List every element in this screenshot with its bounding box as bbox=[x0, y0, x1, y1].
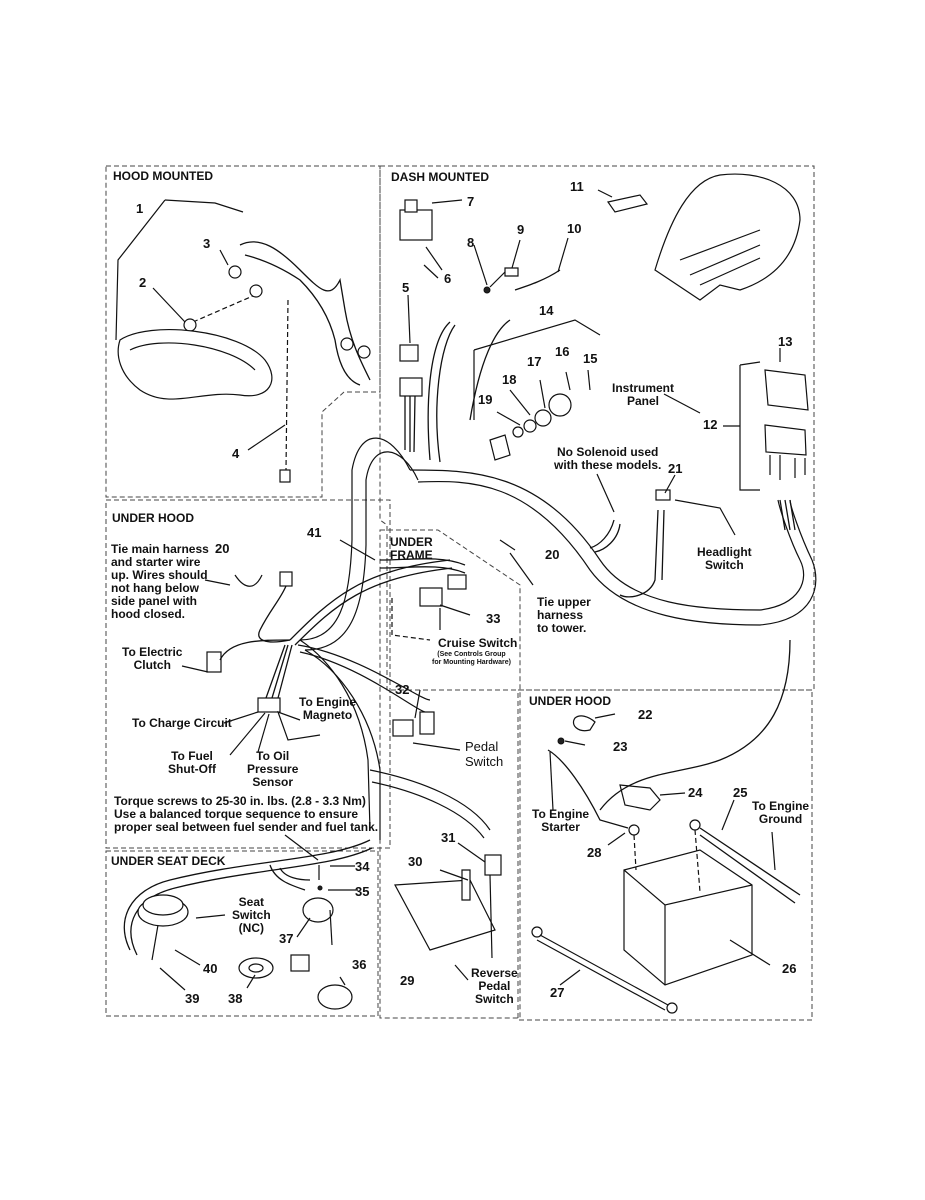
callout-tie-upper-harness: Tie upper harness to tower. bbox=[537, 595, 591, 635]
callout-tie-main-harness: Tie main harness and starter wire up. Wi… bbox=[111, 542, 209, 621]
part-number-29: 29 bbox=[400, 973, 415, 988]
part-number-16: 16 bbox=[555, 344, 570, 359]
part-number-2: 2 bbox=[139, 275, 147, 290]
part-number-24: 24 bbox=[688, 785, 703, 800]
dash-parts bbox=[399, 173, 809, 598]
part-number-34: 34 bbox=[355, 859, 370, 874]
part-number-35: 35 bbox=[355, 884, 370, 899]
part-number-6: 6 bbox=[444, 271, 452, 286]
section-title-under-hood-right: UNDER HOOD bbox=[529, 694, 612, 708]
under-frame-box bbox=[379, 529, 521, 1019]
part-number-5: 5 bbox=[402, 280, 410, 295]
part-number-23: 23 bbox=[613, 739, 628, 754]
callout-to-engine-starter: To Engine Starter bbox=[532, 807, 590, 834]
callout-to-electric-clutch: To Electric Clutch bbox=[122, 645, 183, 672]
part-number-14: 14 bbox=[539, 303, 554, 318]
under-seat-deck-parts bbox=[137, 864, 353, 1010]
callout-to-engine-ground: To Engine Ground bbox=[752, 799, 810, 826]
callout-instrument-panel: Instrument Panel bbox=[612, 381, 675, 408]
part-number-40: 40 bbox=[203, 961, 218, 976]
under-hood-left-box bbox=[105, 499, 391, 849]
part-number-22: 22 bbox=[638, 707, 653, 722]
under-hood-right-parts bbox=[531, 639, 801, 1014]
callout-cruise-switch: Cruise Switch bbox=[438, 636, 518, 650]
part-number-3: 3 bbox=[203, 236, 211, 251]
part-number-1: 1 bbox=[136, 201, 144, 216]
under-hood-right-box bbox=[517, 689, 813, 1021]
part-number-4: 4 bbox=[232, 446, 240, 461]
under-frame-parts bbox=[379, 558, 502, 951]
part-number-20-right: 20 bbox=[545, 547, 560, 562]
leader-lines bbox=[152, 189, 781, 991]
part-number-9: 9 bbox=[517, 222, 525, 237]
part-number-39: 39 bbox=[185, 991, 200, 1006]
callout-to-fuel-shutoff: To Fuel Shut-Off bbox=[168, 749, 216, 776]
part-number-27: 27 bbox=[550, 985, 565, 1000]
part-number-19: 19 bbox=[478, 392, 493, 407]
part-number-38: 38 bbox=[228, 991, 243, 1006]
section-title-under-hood-left: UNDER HOOD bbox=[112, 511, 195, 525]
part-number-21: 21 bbox=[668, 461, 683, 476]
callout-headlight-switch: Headlight Switch bbox=[697, 545, 752, 572]
part-number-30: 30 bbox=[408, 854, 423, 869]
part-number-28: 28 bbox=[587, 845, 602, 860]
part-number-12: 12 bbox=[703, 417, 718, 432]
part-number-20-left: 20 bbox=[215, 541, 230, 556]
part-number-32: 32 bbox=[395, 682, 410, 697]
part-number-33: 33 bbox=[486, 611, 501, 626]
section-title-hood-mounted: HOOD MOUNTED bbox=[113, 169, 213, 183]
callout-reverse-pedal-switch: Reverse Pedal Switch bbox=[471, 966, 518, 1006]
part-number-18: 18 bbox=[502, 372, 517, 387]
part-number-15: 15 bbox=[583, 351, 598, 366]
section-title-under-frame: UNDER FRAME bbox=[390, 535, 433, 562]
part-number-13: 13 bbox=[778, 334, 793, 349]
under-seat-deck-box bbox=[105, 850, 379, 1017]
part-number-10: 10 bbox=[567, 221, 582, 236]
main-harness bbox=[123, 437, 817, 956]
hood-wiring bbox=[115, 199, 371, 483]
section-title-dash-mounted: DASH MOUNTED bbox=[391, 170, 489, 184]
callout-seat-switch: Seat Switch (NC) bbox=[232, 895, 271, 935]
section-title-under-seat-deck: UNDER SEAT DECK bbox=[111, 854, 226, 868]
part-number-36: 36 bbox=[352, 957, 367, 972]
torque-note: Torque screws to 25-30 in. lbs. (2.8 - 3… bbox=[114, 794, 379, 834]
callout-to-oil-pressure-sensor: To Oil Pressure Sensor bbox=[247, 749, 299, 789]
callout-cruise-note: (See Controls Group for Mounting Hardwar… bbox=[432, 651, 511, 666]
callout-pedal-switch: Pedal Switch bbox=[465, 739, 504, 769]
under-hood-left-parts bbox=[206, 571, 293, 713]
part-number-37: 37 bbox=[279, 931, 294, 946]
callout-to-engine-magneto: To Engine Magneto bbox=[299, 695, 357, 722]
part-number-11: 11 bbox=[570, 179, 584, 194]
part-number-17: 17 bbox=[527, 354, 542, 369]
part-number-8: 8 bbox=[467, 235, 475, 250]
callout-no-solenoid: No Solenoid used with these models. bbox=[554, 445, 662, 472]
part-number-26: 26 bbox=[782, 961, 797, 976]
part-number-31: 31 bbox=[441, 830, 456, 845]
part-number-25: 25 bbox=[733, 785, 748, 800]
part-number-7: 7 bbox=[467, 194, 475, 209]
part-number-41: 41 bbox=[307, 525, 322, 540]
callout-to-charge-circuit: To Charge Circuit bbox=[132, 716, 232, 730]
